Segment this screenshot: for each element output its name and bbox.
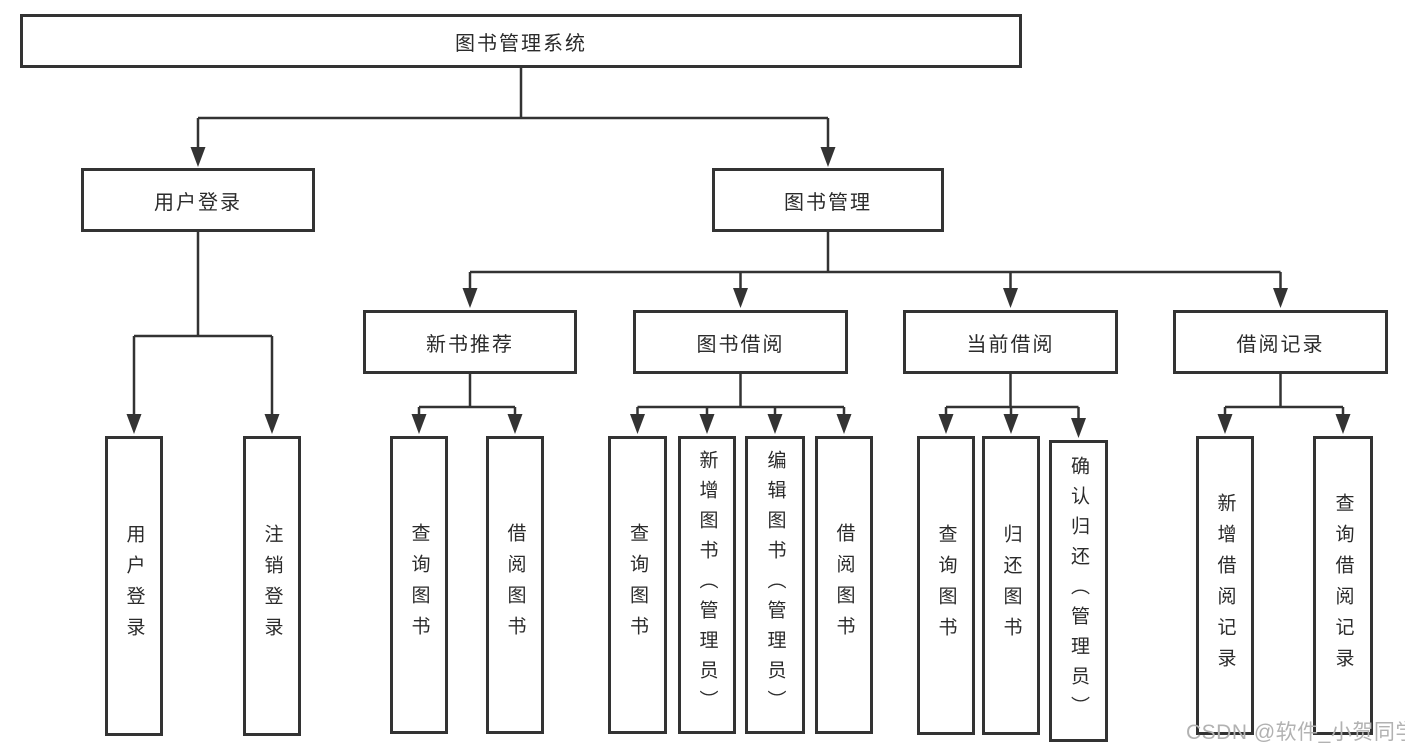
node-library-management-system: 图书管理系统 (20, 14, 1022, 68)
arrowhead (1335, 414, 1351, 434)
leaf-user-login: 用户登录 (105, 436, 163, 736)
leaf-return-books: 归还图书 (982, 436, 1040, 735)
arrowhead (1071, 418, 1086, 438)
csdn-watermark: CSDN @软件_小贺同学 (1186, 721, 1405, 744)
arrowhead (264, 414, 280, 434)
arrowhead (820, 147, 836, 167)
node-user-login: 用户登录 (81, 168, 315, 232)
leaf-add-borrow-record: 新增借阅记录 (1196, 436, 1254, 735)
leaf-borrow-books: 借阅图书 (486, 436, 544, 734)
arrowhead (126, 414, 142, 434)
arrowhead (1217, 414, 1233, 434)
arrowhead (767, 414, 783, 434)
node-current-borrowing: 当前借阅 (903, 310, 1118, 374)
node-book-borrowing: 图书借阅 (633, 310, 848, 374)
arrowhead (1273, 288, 1288, 308)
arrowhead (462, 288, 478, 308)
leaf-query-books: 查询图书 (917, 436, 975, 735)
leaf-borrow-books: 借阅图书 (815, 436, 873, 734)
leaf-add-book-admin: 新增图书（管理员） (678, 436, 736, 734)
arrowhead (938, 414, 954, 434)
arrowhead (1003, 414, 1019, 434)
node-book-management: 图书管理 (712, 168, 944, 232)
leaf-edit-book-admin: 编辑图书（管理员） (745, 436, 805, 734)
node-new-book-recommendation: 新书推荐 (363, 310, 577, 374)
leaf-query-books: 查询图书 (608, 436, 667, 734)
arrowhead (190, 147, 206, 167)
arrowhead (411, 414, 427, 434)
leaf-confirm-return-admin: 确认归还（管理员） (1049, 440, 1108, 742)
leaf-logout: 注销登录 (243, 436, 301, 736)
node-borrowing-records: 借阅记录 (1173, 310, 1388, 374)
arrowhead (733, 288, 748, 308)
arrowhead (836, 414, 852, 434)
leaf-query-books: 查询图书 (390, 436, 448, 734)
arrowhead (699, 414, 715, 434)
arrowhead (1003, 288, 1018, 308)
arrowhead (507, 414, 523, 434)
arrowhead (630, 414, 645, 434)
leaf-query-borrow-record: 查询借阅记录 (1313, 436, 1373, 735)
